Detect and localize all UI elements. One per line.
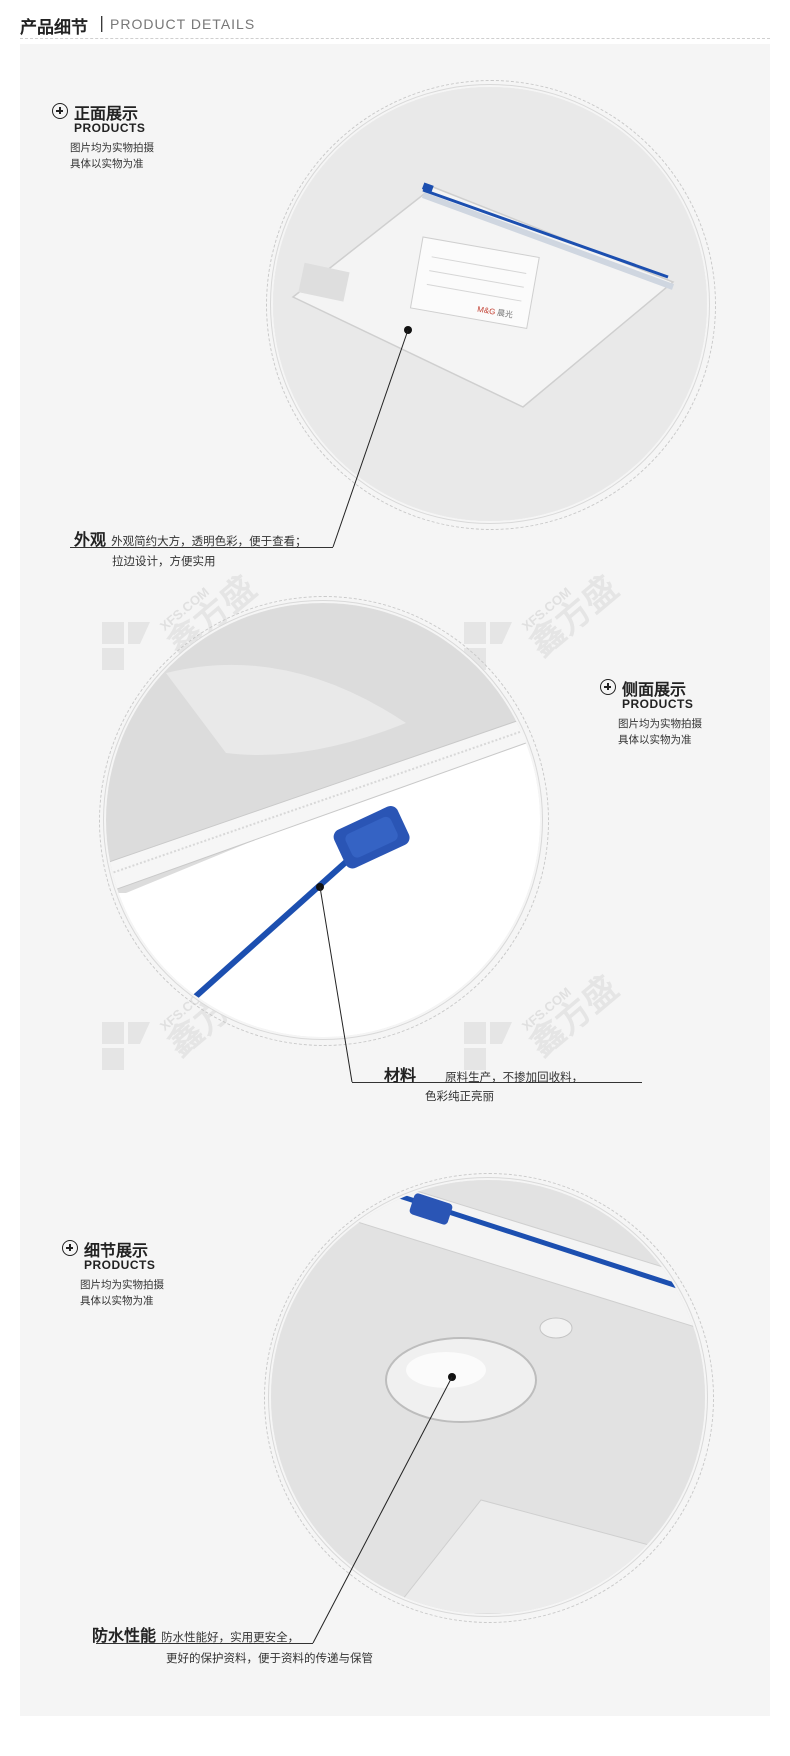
header-separator: |: [99, 13, 105, 32]
section-detail-view: 细节展示 PRODUCTS 图片均为实物拍摄 具体以实物为准: [62, 1237, 242, 1317]
product-brand-cn-text: 晨光: [496, 307, 513, 320]
section-title: 侧面展示: [622, 680, 687, 699]
callout-material: 材料 原料生产，不掺加回收料，: [384, 1062, 583, 1086]
watermark: XFS.COM 鑫方盛: [462, 560, 632, 690]
callout-underline: [96, 1643, 313, 1644]
callout-text: 色彩纯正亮丽: [425, 1089, 494, 1103]
callout-key: 材料: [384, 1066, 417, 1085]
section-title: 正面展示: [74, 104, 139, 123]
callout-text: 原料生产，不掺加回收料，: [445, 1070, 584, 1084]
plus-circle-icon: [52, 103, 68, 119]
section-desc: 图片均为实物拍摄: [80, 1279, 164, 1291]
callout-key: 外观: [74, 530, 107, 549]
circle-border: [264, 1173, 714, 1623]
section-header: 产品细节 | PRODUCT DETAILS: [20, 8, 770, 39]
callout-text: 防水性能好，实用更安全，: [161, 1630, 300, 1644]
callout-material-line2: 色彩纯正亮丽: [425, 1085, 494, 1104]
side-view-image: [106, 603, 540, 1037]
section-front-view: 正面展示 PRODUCTS 图片均为实物拍摄 具体以实物为准: [52, 100, 232, 180]
header-title-cn: 产品细节: [20, 18, 88, 38]
watermark: XFS.COM 鑫方盛: [462, 960, 632, 1090]
circle-border: [266, 80, 716, 530]
callout-key: 防水性能: [92, 1626, 157, 1645]
section-subtitle: PRODUCTS: [74, 121, 146, 135]
callout-text: 拉边设计，方便实用: [112, 554, 216, 568]
section-desc: 具体以实物为准: [618, 734, 692, 746]
section-subtitle: PRODUCTS: [622, 697, 694, 711]
plus-circle-icon: [62, 1240, 78, 1256]
section-desc: 具体以实物为准: [70, 158, 144, 170]
section-desc: 具体以实物为准: [80, 1295, 154, 1307]
product-brand-text: M&G: [477, 305, 497, 317]
front-view-image: M&G 晨光: [273, 87, 707, 521]
section-desc: 图片均为实物拍摄: [70, 142, 154, 154]
callout-waterproof-line2: 更好的保护资料，便于资料的传递与保管: [166, 1647, 373, 1666]
callout-underline: [352, 1082, 642, 1083]
section-side-view: 侧面展示 PRODUCTS 图片均为实物拍摄 具体以实物为准: [600, 676, 780, 756]
callout-waterproof: 防水性能 防水性能好，实用更安全，: [92, 1622, 299, 1646]
plus-circle-icon: [600, 679, 616, 695]
callout-appearance-line2: 拉边设计，方便实用: [112, 550, 216, 569]
callout-underline: [70, 547, 333, 548]
callout-text: 更好的保护资料，便于资料的传递与保管: [166, 1651, 373, 1665]
callout-text: 外观简约大方，透明色彩，便于查看；: [111, 534, 307, 548]
callout-appearance: 外观 外观简约大方，透明色彩，便于查看；: [74, 526, 307, 550]
section-subtitle: PRODUCTS: [84, 1258, 156, 1272]
section-desc: 图片均为实物拍摄: [618, 718, 702, 730]
section-title: 细节展示: [84, 1241, 149, 1260]
header-title-en: PRODUCT DETAILS: [110, 16, 256, 32]
detail-view-image: [271, 1180, 705, 1614]
